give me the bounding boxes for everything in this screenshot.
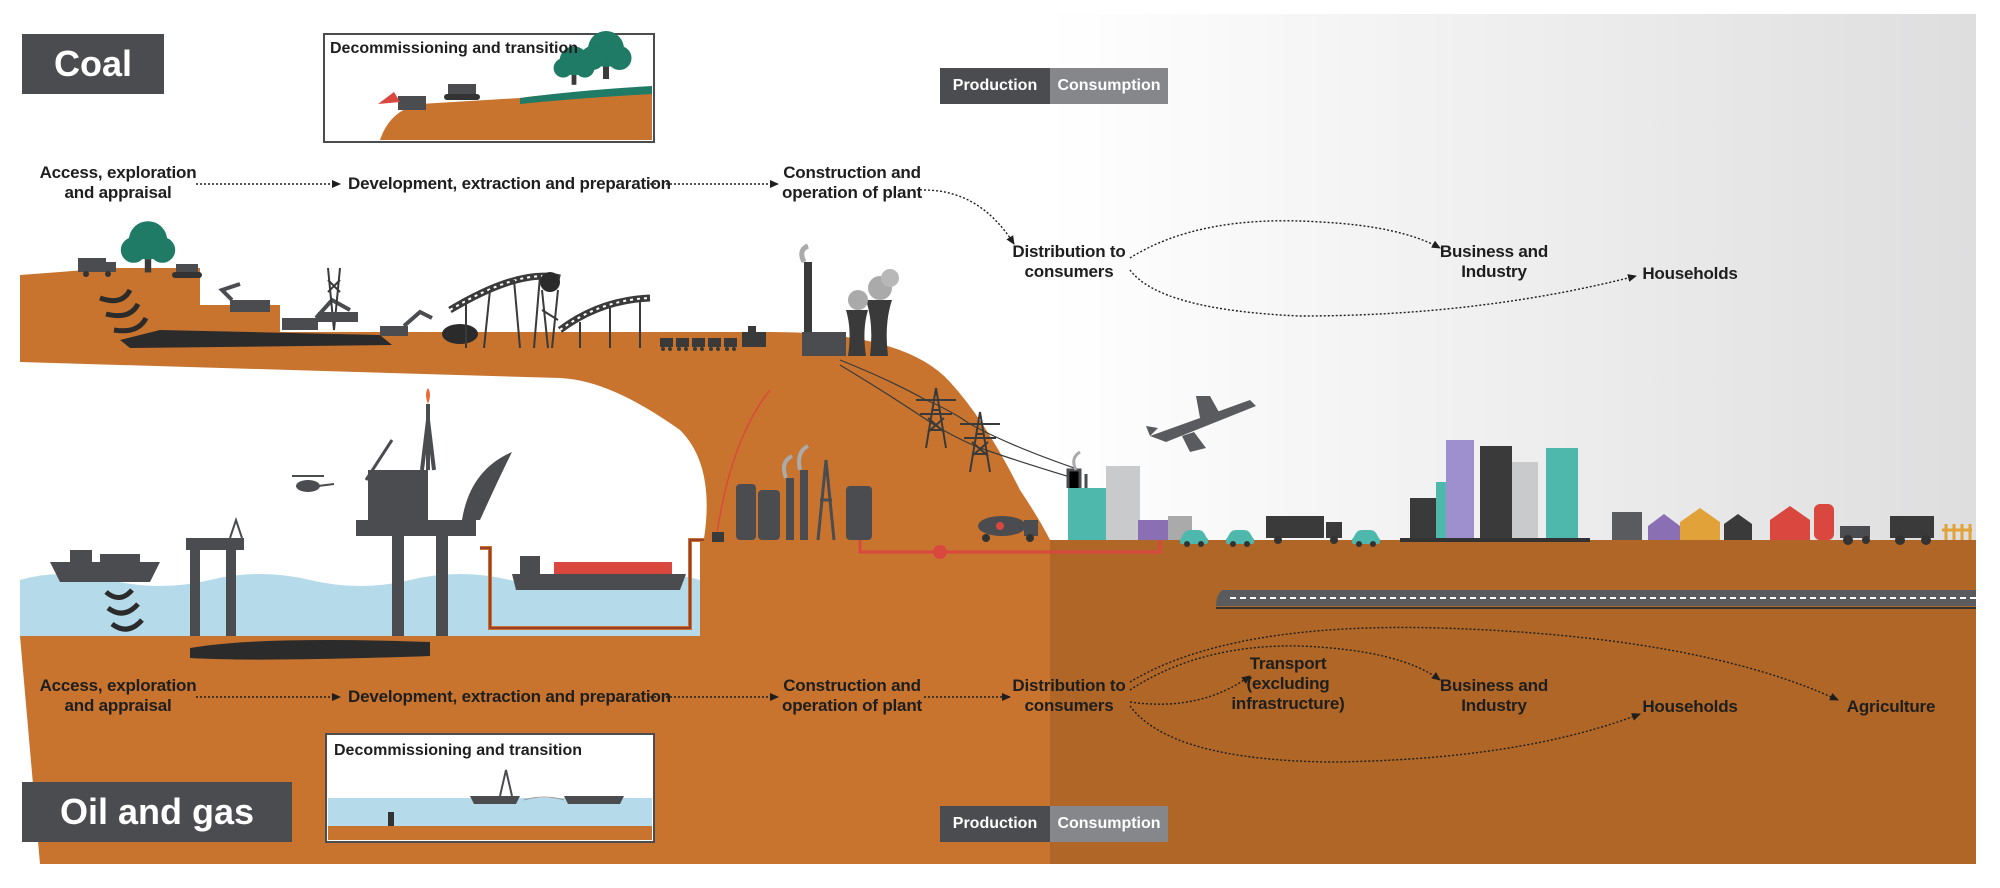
ship-icon: [50, 550, 160, 582]
oilgas-construction-line-1: Construction and: [783, 676, 921, 695]
consumption-tag-top: Consumption: [1050, 68, 1168, 104]
train-icon: [1216, 590, 1976, 609]
oilgas-transport-line-2: (excluding: [1246, 674, 1330, 693]
coal-decommissioning-title: Decommissioning and transition: [330, 40, 579, 57]
truck-icon: [78, 258, 116, 277]
coal-section-title: Coal: [22, 34, 164, 94]
helicopter-icon: [292, 475, 335, 492]
coal-access-line-1: Access, exploration: [39, 163, 197, 182]
coal-construction-label: Construction and operation of plant: [782, 163, 922, 203]
oilgas-construction-label: Construction and operation of plant: [782, 676, 922, 716]
oil-reservoir: [190, 640, 430, 660]
drill-rig-icon: [318, 267, 358, 331]
coal-business-line-1: Business and: [1439, 242, 1549, 261]
coal-business-label: Business and Industry: [1434, 242, 1554, 282]
production-tag-bottom: Production: [940, 806, 1050, 842]
tractor-icon: [1840, 526, 1870, 545]
oilgas-agriculture-label: Agriculture: [1846, 697, 1936, 716]
lorry-icon: [1266, 516, 1342, 544]
coal-ground: [20, 268, 1050, 560]
excavator-icon: [380, 309, 478, 344]
oilgas-decommissioning-title: Decommissioning and transition: [334, 742, 583, 759]
coal-distribution-line-2: consumers: [1024, 262, 1114, 281]
fence-icon: [1942, 524, 1972, 540]
excavator-icon: [218, 282, 351, 330]
oil-gas-section-title: Oil and gas: [22, 782, 292, 842]
coal-development-label: Development, extraction and preparation: [348, 174, 671, 193]
oilgas-decommissioning-inset: [325, 733, 655, 843]
tanker-truck-icon: [978, 516, 1038, 542]
city-icon: [1066, 450, 1192, 540]
barn-icon: [1770, 504, 1834, 540]
tree-icon: [120, 221, 176, 273]
cooling-tower-icon: [846, 269, 899, 356]
coal-access-line-2: and appraisal: [64, 183, 172, 202]
oilgas-construction-line-2: operation of plant: [782, 696, 922, 715]
oilgas-access-line-1: Access, exploration: [39, 676, 197, 695]
power-lines: [839, 359, 1081, 481]
consumption-tag-bottom: Consumption: [1050, 806, 1168, 842]
refinery-icon: [712, 444, 872, 542]
oil-platform-icon: [186, 516, 244, 636]
oilgas-access-line-2: and appraisal: [64, 696, 172, 715]
oilgas-transport-line-1: Transport: [1249, 654, 1327, 673]
combine-harvester-icon: [1890, 516, 1934, 545]
coal-households-label: Households: [1642, 264, 1738, 283]
oilgas-business-line-1: Business and: [1439, 676, 1549, 695]
oilgas-distribution-line-1: Distribution to: [1012, 676, 1126, 695]
coal-distribution-line-1: Distribution to: [1012, 242, 1126, 261]
oilgas-transport-line-3: infrastructure): [1231, 694, 1345, 713]
city-icon: [1400, 440, 1590, 542]
coal-train-icon: [660, 326, 766, 351]
houses-icon: [1612, 508, 1752, 540]
coal-seam: [120, 330, 392, 348]
coal-decommissioning-inset: [323, 31, 655, 143]
coal-access-label: Access, exploration and appraisal: [38, 163, 198, 203]
airplane-icon: [1146, 396, 1256, 452]
coal-business-line-2: Industry: [1461, 262, 1527, 281]
power-plant-icon: [799, 243, 846, 356]
oilgas-business-label: Business and Industry: [1434, 676, 1554, 716]
oilgas-distribution-line-2: consumers: [1024, 696, 1114, 715]
oilgas-development-label: Development, extraction and preparation: [348, 687, 671, 706]
oil-platform-icon: [356, 388, 512, 636]
oilgas-households-label: Households: [1642, 697, 1738, 716]
headframe-icon: [540, 272, 560, 349]
coal-construction-line-1: Construction and: [783, 163, 921, 182]
bulldozer-icon: [172, 264, 202, 278]
pipeline-to-city: [858, 540, 1162, 554]
oilgas-business-line-2: Industry: [1461, 696, 1527, 715]
oilgas-transport-label: Transport (excluding infrastructure): [1228, 654, 1348, 714]
oilgas-access-label: Access, exploration and appraisal: [38, 676, 198, 716]
coal-distribution-label: Distribution to consumers: [1004, 242, 1134, 282]
oilgas-distribution-label: Distribution to consumers: [1004, 676, 1134, 716]
coal-construction-line-2: operation of plant: [782, 183, 922, 202]
production-tag-top: Production: [940, 68, 1050, 104]
tanker-icon: [512, 556, 686, 590]
